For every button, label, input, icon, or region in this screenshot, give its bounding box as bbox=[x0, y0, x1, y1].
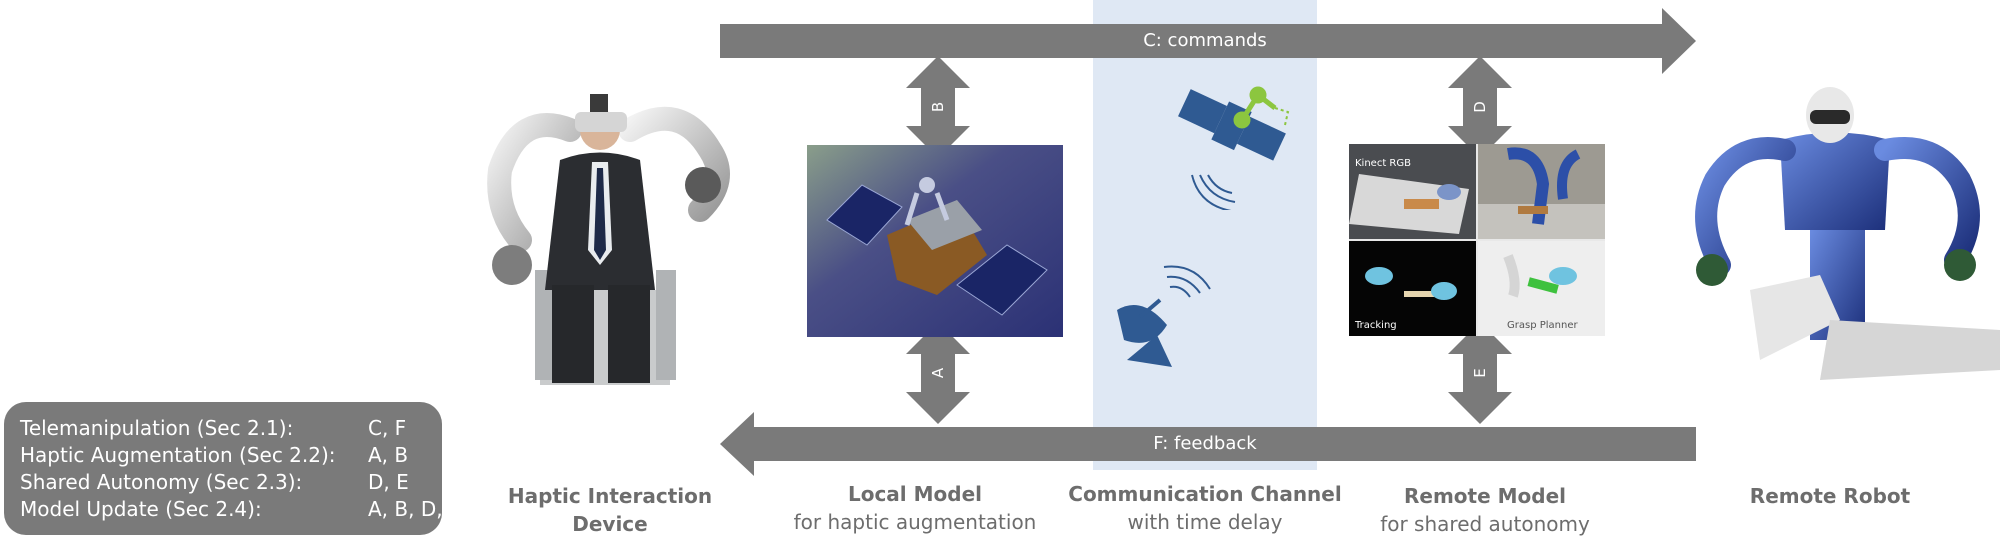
double-arrow-e bbox=[1448, 322, 1512, 424]
double-arrow-a bbox=[906, 322, 970, 424]
local-model-title: Local Model bbox=[847, 482, 983, 506]
channel-caption: Communication Channel with time delay bbox=[1060, 480, 1350, 536]
legend-row: Shared Autonomy (Sec 2.3): D, E bbox=[20, 470, 409, 494]
remote-model-image: Kinect RGB Tracking Grasp Planner bbox=[1349, 144, 1605, 336]
channel-subtitle: with time delay bbox=[1127, 510, 1283, 534]
legend-value: A, B, D, E bbox=[368, 497, 462, 521]
kinect-rgb-label: Kinect RGB bbox=[1355, 158, 1411, 169]
arrow-b-label: B bbox=[929, 101, 947, 113]
robot-camera-panel bbox=[1478, 144, 1605, 239]
haptic-device-photo bbox=[487, 94, 730, 385]
legend-value: A, B bbox=[368, 443, 409, 467]
remote-robot-title: Remote Robot bbox=[1749, 484, 1911, 508]
channel-title: Communication Channel bbox=[1068, 482, 1342, 506]
arrow-a-label: A bbox=[929, 367, 947, 379]
legend-row: Model Update (Sec 2.4): A, B, D, E bbox=[20, 497, 462, 521]
remote-robot-caption: Remote Robot bbox=[1715, 482, 1945, 510]
haptic-device-title-line2: Device bbox=[572, 512, 648, 536]
commands-label: C: commands bbox=[1143, 30, 1267, 51]
double-arrow-d bbox=[1448, 56, 1512, 158]
grasp-planner-label: Grasp Planner bbox=[1507, 320, 1578, 331]
ground-antenna-icon bbox=[1117, 265, 1211, 367]
local-model-caption: Local Model for haptic augmentation bbox=[780, 480, 1050, 536]
satellite-icon bbox=[1178, 86, 1290, 210]
local-model-image bbox=[807, 145, 1063, 337]
arrow-e-label: E bbox=[1471, 368, 1489, 378]
remote-robot-photo bbox=[1695, 87, 2000, 380]
remote-model-caption: Remote Model for shared autonomy bbox=[1355, 482, 1615, 538]
grasp-planner-panel bbox=[1478, 241, 1605, 336]
legend-value: C, F bbox=[368, 416, 407, 440]
arrow-d-label: D bbox=[1471, 101, 1489, 113]
kinect-rgb-panel bbox=[1349, 144, 1476, 239]
feedback-label: F: feedback bbox=[1153, 433, 1257, 454]
feedback-arrow bbox=[720, 412, 1696, 476]
remote-model-title: Remote Model bbox=[1403, 484, 1566, 508]
tracking-label: Tracking bbox=[1355, 320, 1397, 331]
tracking-panel bbox=[1349, 241, 1476, 336]
haptic-device-title-line1: Haptic Interaction bbox=[507, 484, 713, 508]
commands-arrow bbox=[720, 8, 1696, 74]
double-arrow-b bbox=[906, 56, 970, 158]
legend-box: Telemanipulation (Sec 2.1): C, F Haptic … bbox=[4, 402, 462, 535]
legend-label: Haptic Augmentation (Sec 2.2): bbox=[20, 443, 336, 467]
remote-model-subtitle: for shared autonomy bbox=[1380, 512, 1590, 536]
legend-value: D, E bbox=[368, 470, 409, 494]
legend-label: Shared Autonomy (Sec 2.3): bbox=[20, 470, 303, 494]
legend-row: Haptic Augmentation (Sec 2.2): A, B bbox=[20, 443, 408, 467]
communication-channel-band bbox=[1093, 0, 1317, 470]
legend-label: Telemanipulation (Sec 2.1): bbox=[20, 416, 294, 440]
legend-row: Telemanipulation (Sec 2.1): C, F bbox=[20, 416, 406, 440]
legend-label: Model Update (Sec 2.4): bbox=[20, 497, 262, 521]
haptic-device-caption: Haptic Interaction Device bbox=[490, 482, 730, 538]
local-model-subtitle: for haptic augmentation bbox=[793, 510, 1037, 534]
